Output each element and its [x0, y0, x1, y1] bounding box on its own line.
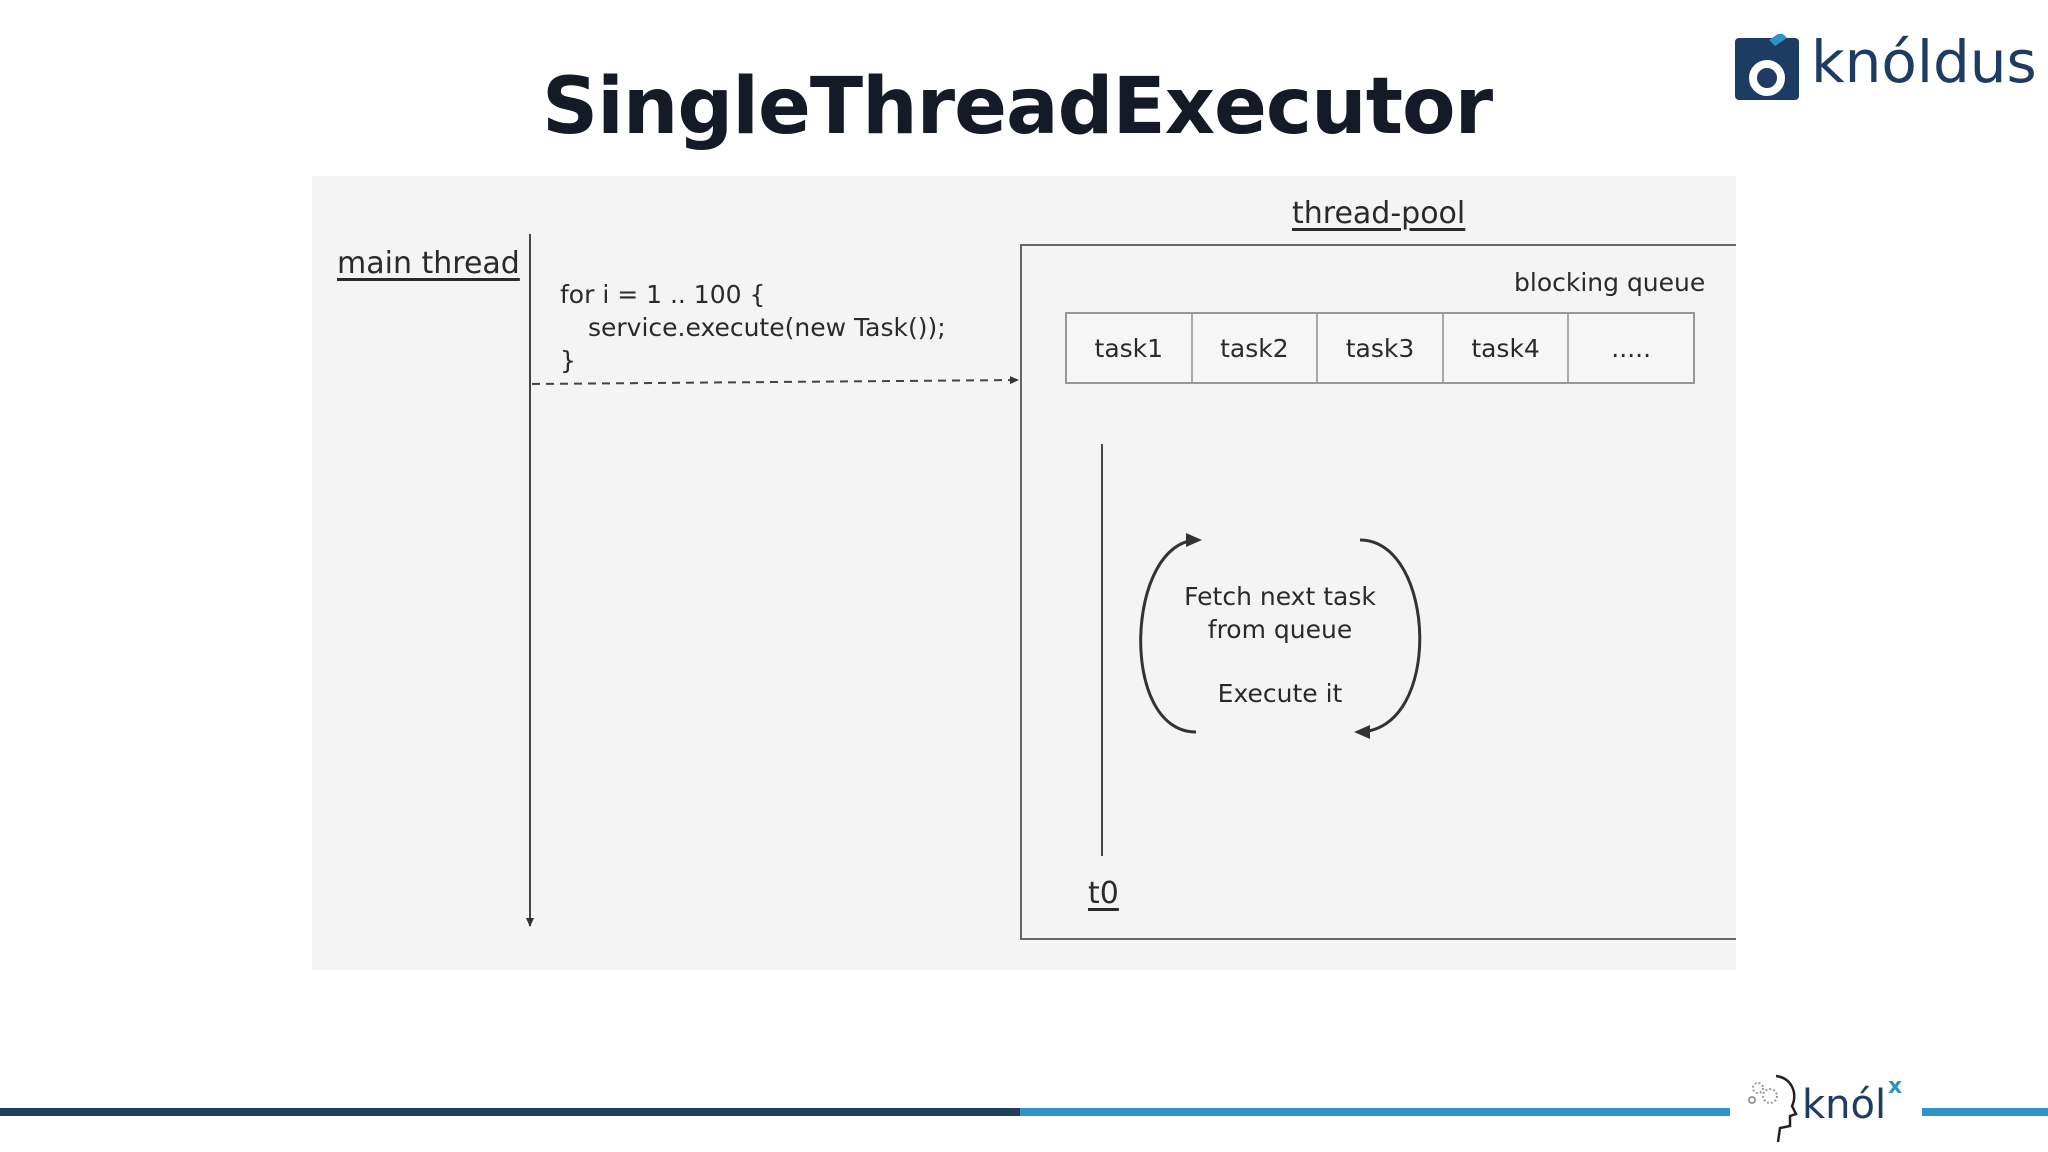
- knolx-logo: knól x: [1730, 1052, 1922, 1152]
- queue-item: .....: [1611, 333, 1652, 363]
- knoldus-logo-icon: [1735, 34, 1799, 100]
- worker-thread-label: t0: [1088, 876, 1119, 911]
- loop-arrow-left: [1139, 533, 1202, 734]
- blocking-queue-label: blocking queue: [1514, 268, 1706, 297]
- main-thread-label: main thread: [337, 246, 520, 281]
- diagram-background: [312, 176, 1736, 970]
- footer-bar-light: [1020, 1108, 2048, 1116]
- queue-item: task1: [1067, 314, 1193, 382]
- code-line-1: for i = 1 .. 100 {: [560, 280, 766, 309]
- loop-execute-line: Execute it: [1217, 679, 1343, 708]
- queue-item: task2: [1193, 314, 1319, 382]
- queue-item: task3: [1318, 314, 1444, 382]
- knolx-logo-superscript: x: [1888, 1074, 1903, 1099]
- thread-pool-box: [1020, 244, 1736, 940]
- thread-pool-label: thread-pool: [1292, 196, 1466, 231]
- knoldus-logo: knóldus: [1735, 28, 2037, 102]
- code-line-3: }: [560, 346, 576, 375]
- footer-bar-dark: [0, 1108, 1020, 1116]
- queue-item: task4: [1444, 314, 1570, 382]
- blocking-queue: task1 task2 task3 task4 .....: [1065, 312, 1695, 384]
- loop-arrow-right: [1354, 538, 1422, 739]
- submit-arrow: [531, 376, 1019, 385]
- knolx-head-icon: [1748, 1074, 1798, 1143]
- slide-title: SingleThreadExecutor: [541, 62, 1493, 152]
- knoldus-logo-text: knóldus: [1811, 28, 2037, 96]
- code-line-2: service.execute(new Task());: [588, 313, 946, 342]
- loop-fetch-line-2: from queue: [1207, 615, 1353, 644]
- loop-fetch-line-1: Fetch next task: [1184, 582, 1376, 611]
- knolx-logo-text: knól: [1802, 1082, 1887, 1128]
